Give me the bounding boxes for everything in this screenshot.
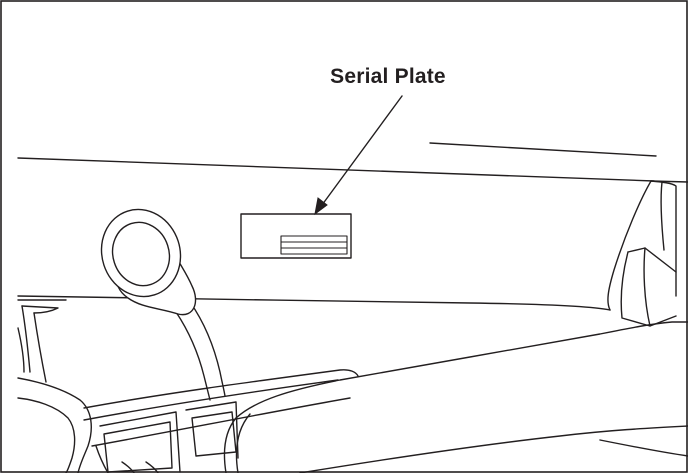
left-side-structure	[17, 299, 92, 473]
seat-cushion-edge	[599, 439, 688, 457]
right-pillar	[607, 180, 688, 327]
windshield-lines	[17, 142, 657, 182]
gear-shift-lever	[100, 208, 226, 401]
front-seat	[223, 321, 688, 473]
panel-edge	[17, 295, 611, 311]
serial-plate-label: Serial Plate	[330, 65, 446, 88]
serial-plate	[240, 213, 352, 259]
callout-arrow	[314, 95, 403, 216]
